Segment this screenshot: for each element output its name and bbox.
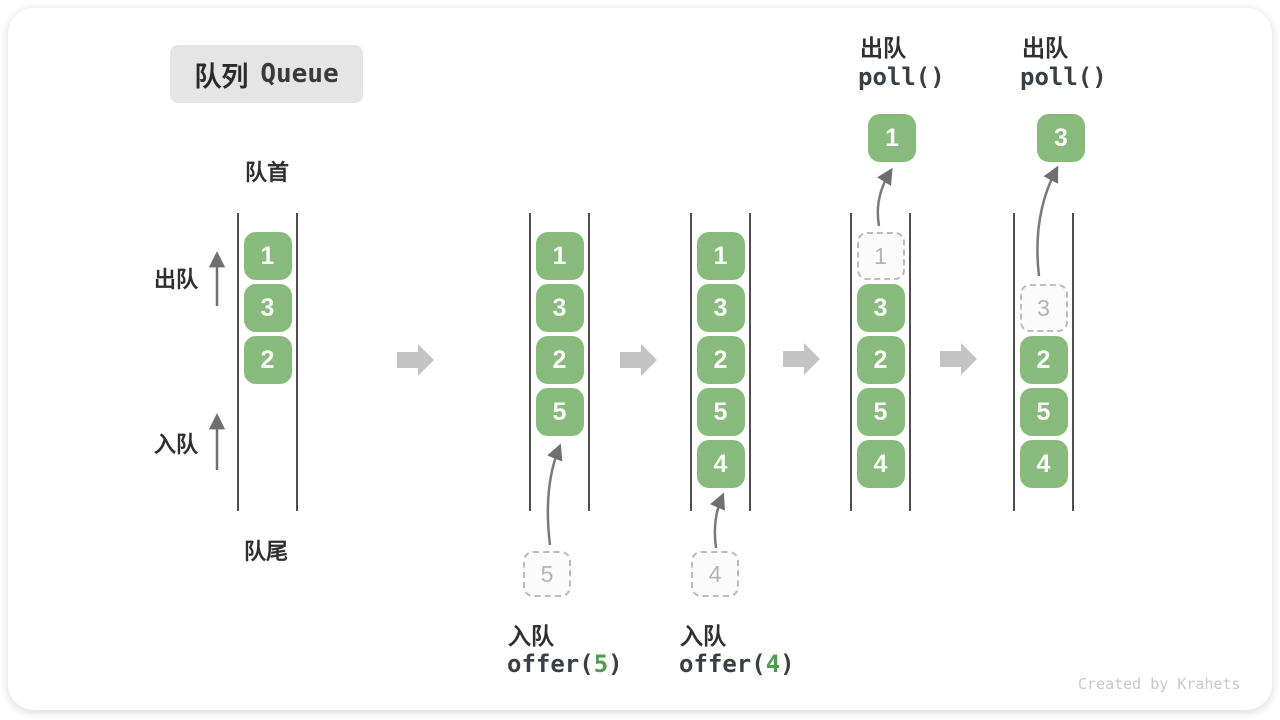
up-arrow-icon [208,413,226,470]
curved-arrow-icon [1036,165,1059,277]
queue-item: 3 [696,284,745,332]
incoming-item: 5 [523,551,571,597]
queue-item: 1 [535,232,584,280]
op-dequeue1-code: poll() [858,63,945,91]
code-close: ) [780,650,795,678]
queue-item: 5 [535,388,584,436]
queue-item: 5 [856,388,905,436]
flow-arrow-icon [397,344,434,376]
queue-container-state-3: 1 3 2 5 4 [690,213,751,511]
queue-item: 3 [856,284,905,332]
queue-item: 2 [696,336,745,384]
flow-arrow-icon [940,343,977,375]
outgoing-item: 1 [868,114,916,162]
title-badge: 队列 Queue [170,45,363,103]
watermark: Created by Krahets [1078,675,1241,693]
queue-item: 1 [243,232,292,280]
code-fn: offer( [507,650,594,678]
queue-item: 1 [696,232,745,280]
op-dequeue2-label: 出队 [1022,35,1068,61]
queue-container-state-2: 1 3 2 5 [529,213,590,511]
op-dequeue2-code: poll() [1020,63,1107,91]
title-english: Queue [260,59,339,89]
op-dequeue1-label: 出队 [860,35,906,61]
op-enqueue5-code: offer(5) [507,650,623,678]
queue-item: 4 [856,440,905,488]
code-close: ) [608,650,623,678]
label-queue-front: 队首 [245,160,290,185]
queue-container-state-4: 1 3 2 5 4 [850,213,911,511]
queue-item: 4 [696,440,745,488]
code-fn: offer( [679,650,766,678]
curved-arrow-icon [710,492,725,549]
queue-item: 4 [1019,440,1068,488]
op-enqueue5-label: 入队 [508,623,554,649]
queue-item: 2 [856,336,905,384]
queue-item: 3 [535,284,584,332]
queue-container-state-5: 3 2 5 4 [1013,213,1074,511]
queue-item: 3 [243,284,292,332]
label-dequeue: 出队 [154,267,199,292]
queue-item: 5 [696,388,745,436]
queue-container-state-1: 1 3 2 [237,213,298,511]
queue-item: 2 [535,336,584,384]
title-chinese: 队列 [194,61,249,92]
label-queue-rear: 队尾 [244,539,289,564]
flow-arrow-icon [620,344,657,376]
outgoing-item: 3 [1037,114,1085,162]
op-enqueue4-code: offer(4) [679,650,795,678]
code-arg: 4 [765,650,781,678]
flow-arrow-icon [783,343,820,375]
curved-arrow-icon [546,443,563,546]
queue-item-dashed: 3 [1019,284,1068,332]
queue-item: 5 [1019,388,1068,436]
incoming-item: 4 [691,551,739,597]
label-enqueue: 入队 [154,432,199,457]
curved-arrow-icon [876,167,893,227]
code-arg: 5 [593,650,609,678]
queue-item: 2 [243,336,292,384]
up-arrow-icon [208,251,226,306]
op-enqueue4-label: 入队 [680,623,726,649]
queue-item: 2 [1019,336,1068,384]
queue-item-dashed: 1 [856,232,905,280]
